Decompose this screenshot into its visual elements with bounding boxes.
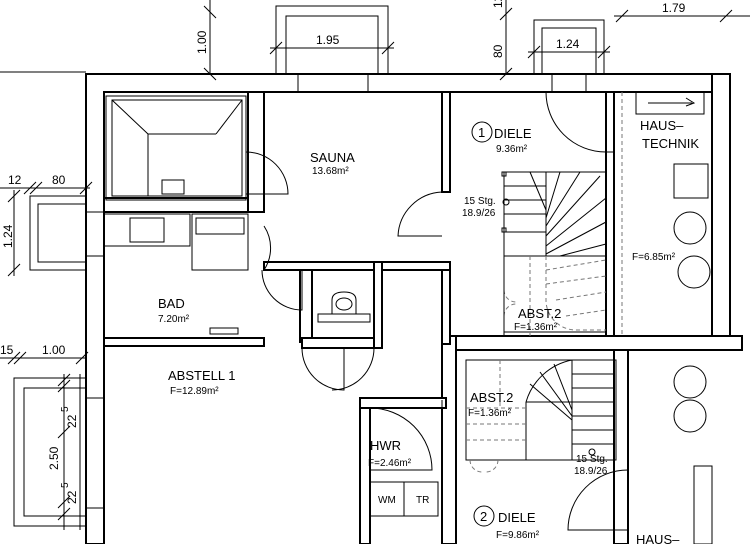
room-hwr-name: HWR: [370, 438, 401, 453]
sauna-cabin: [105, 95, 289, 201]
room-haustechnik-line2: TECHNIK: [642, 136, 699, 151]
room-haustechnik-area: F=6.85m²: [632, 252, 676, 263]
room-labels: SAUNA 13.68m² BAD 7.20m² ABSTELL 1 F=12.…: [158, 118, 699, 544]
dim-left-1-00: 1.00: [42, 343, 66, 357]
light-well-top-left: [275, 5, 389, 93]
room-diele1-area: 9.36m²: [496, 144, 528, 155]
dim-left-80: 80: [52, 173, 66, 187]
room-haustechnik-line1: HAUS–: [640, 118, 684, 133]
room-haus-bottom: HAUS–: [636, 532, 680, 544]
dim-top-80: 80: [491, 44, 505, 58]
light-well-top-right: [533, 19, 605, 93]
staircase-lower: [465, 359, 617, 473]
room-hwr-area: F=2.46m²: [368, 458, 412, 469]
light-well-left-lower: [13, 377, 105, 527]
stair-upper-steps: 15 Stg.: [464, 196, 496, 207]
stair-lower-ratio: 18.9/26: [574, 466, 608, 477]
room-abst2-bottom-name: ABST.2: [470, 390, 513, 405]
dim-top-1-79: 1.79: [662, 1, 686, 15]
room-bad-name: BAD: [158, 296, 185, 311]
room-abst2-top-name: ABST.2: [518, 306, 561, 321]
dim-left-15: 15: [0, 343, 14, 357]
dim-left-2-50: 2.50: [47, 446, 61, 470]
stair-lower-steps: 15 Stg.: [576, 454, 608, 465]
room-number-2-circle: [473, 505, 495, 527]
room-abst2-bottom-area: F=1.36m²: [468, 408, 512, 419]
dim-left-22b: 22: [65, 490, 79, 504]
dim-top-1-24: 1.24: [556, 37, 580, 51]
dim-top-1-95: 1.95: [316, 33, 340, 47]
dim-top-1-00: 1.00: [195, 30, 209, 54]
room-diele2-name: DIELE: [498, 510, 536, 525]
room-abstell1-area: F=12.89m²: [170, 386, 219, 397]
room-diele1-name: DIELE: [494, 126, 532, 141]
staircase-upper: [501, 171, 607, 336]
dim-left-22a: 22: [65, 414, 79, 428]
dim-left-5b: 5: [60, 482, 71, 488]
dim-left-12: 12: [8, 173, 22, 187]
stair-upper-ratio: 18.9/26: [462, 208, 496, 219]
bath-fixtures: [103, 213, 371, 335]
room-sauna-area: 13.68m²: [312, 166, 349, 177]
room-diele1-number: 1: [478, 125, 485, 140]
washing-machine-label: WM: [378, 495, 396, 506]
room-abst2-top-area: F=1.36m²: [514, 322, 558, 333]
door-swings: [301, 91, 629, 531]
room-diele2-number: 2: [480, 509, 487, 524]
room-bad-area: 7.20m²: [158, 314, 190, 325]
room-diele2-area: F=9.86m²: [496, 530, 540, 541]
room-number-1-circle: [471, 121, 493, 143]
dimension-lines: 1.00 1.95 80 12 1.24 1.79 12 80 1.24: [0, 0, 750, 530]
room-sauna-name: SAUNA: [310, 150, 355, 165]
hwr-appliances: WM TR: [369, 481, 439, 517]
haustechnik-equipment: [621, 91, 713, 544]
dryer-label: TR: [416, 495, 429, 506]
dim-top-12: 12: [491, 0, 505, 8]
interior-walls: [103, 91, 451, 544]
room-abstell1-name: ABSTELL 1: [168, 368, 235, 383]
dim-left-5a: 5: [60, 406, 71, 412]
dim-left-1-24: 1.24: [1, 224, 15, 248]
